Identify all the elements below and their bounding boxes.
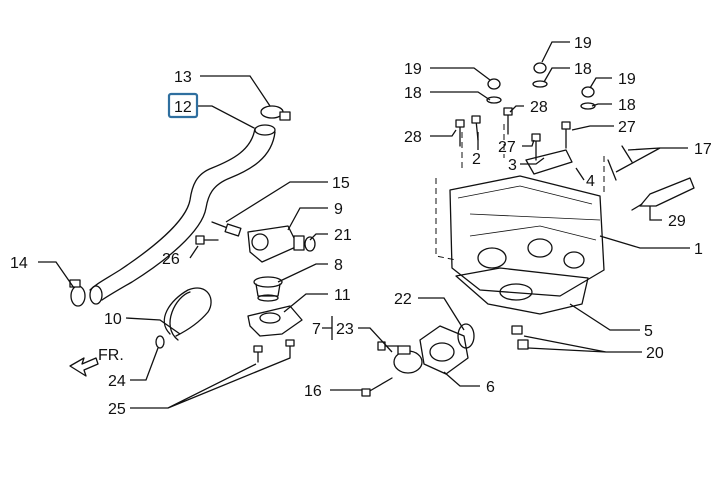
intake-clamp — [393, 345, 423, 374]
callout-22: 22 — [394, 291, 412, 308]
leader-lines — [38, 41, 690, 409]
long-bolt — [361, 377, 393, 397]
callout-19-right: 19 — [618, 71, 636, 88]
callout-18-top: 18 — [574, 61, 592, 78]
front-direction-label: FR. — [98, 347, 124, 364]
callout-18-left: 18 — [404, 85, 422, 102]
cylinder-head — [449, 175, 605, 297]
callout-17: 17 — [694, 141, 712, 158]
housing-bolt — [195, 235, 219, 245]
callout-7: 7 — [312, 321, 321, 338]
intake-manifold — [419, 325, 469, 375]
camshaft-bracket-dashed — [435, 124, 605, 261]
callout-18-right: 18 — [618, 97, 636, 114]
callout-29: 29 — [668, 213, 686, 230]
hose-clamp-top — [260, 105, 291, 121]
callout-25: 25 — [108, 401, 126, 418]
callout-19-top: 19 — [574, 35, 592, 52]
callout-11: 11 — [334, 287, 351, 304]
callout-27-left: 27 — [498, 139, 516, 156]
studs — [253, 339, 295, 363]
callout-9: 9 — [334, 201, 343, 218]
intake-bolt — [377, 341, 399, 351]
coolant-hose — [89, 124, 276, 305]
callout-16: 16 — [304, 383, 322, 400]
callout-28-right: 28 — [530, 99, 548, 116]
callout-8: 8 — [334, 257, 343, 274]
callout-15: 15 — [332, 175, 350, 192]
callout-24: 24 — [108, 373, 126, 390]
callout-3: 3 — [508, 157, 517, 174]
thermostat — [253, 276, 283, 302]
callout-4: 4 — [586, 173, 595, 190]
thermostat-housing — [247, 225, 316, 263]
callout-26: 26 — [162, 251, 180, 268]
callout-20: 20 — [646, 345, 664, 362]
intake-gasket — [457, 323, 475, 349]
callout-10: 10 — [104, 311, 122, 328]
highlight-box — [167, 92, 199, 119]
front-direction-marker: FR. — [69, 347, 124, 377]
head-bolts — [455, 107, 571, 161]
rocker-arm — [525, 149, 573, 175]
valve-caps — [486, 62, 596, 110]
callout-labels: 13 12 14 15 9 21 26 8 11 10 24 25 22 7 2… — [10, 35, 712, 418]
small-oring — [155, 335, 165, 349]
callout-14: 14 — [10, 255, 28, 272]
callout-19-left: 19 — [404, 61, 422, 78]
dowel-pins — [607, 145, 633, 181]
spark-plug — [631, 177, 695, 211]
callout-27-right: 27 — [618, 119, 636, 136]
callout-21: 21 — [334, 227, 352, 244]
temperature-sensor — [211, 221, 242, 237]
callout-23: 23 — [336, 321, 354, 338]
thermostat-cover — [247, 305, 303, 337]
callout-2: 2 — [472, 151, 481, 168]
small-caps — [511, 325, 529, 350]
head-gasket — [455, 267, 589, 315]
callout-6: 6 — [486, 379, 495, 396]
callout-13: 13 — [174, 69, 192, 86]
hose-clamp-bottom — [69, 279, 86, 307]
callout-12: 12 — [174, 99, 192, 116]
bypass-hose — [163, 287, 212, 341]
callout-5: 5 — [644, 323, 653, 340]
callout-28-left: 28 — [404, 129, 422, 146]
callout-1: 1 — [694, 241, 703, 258]
